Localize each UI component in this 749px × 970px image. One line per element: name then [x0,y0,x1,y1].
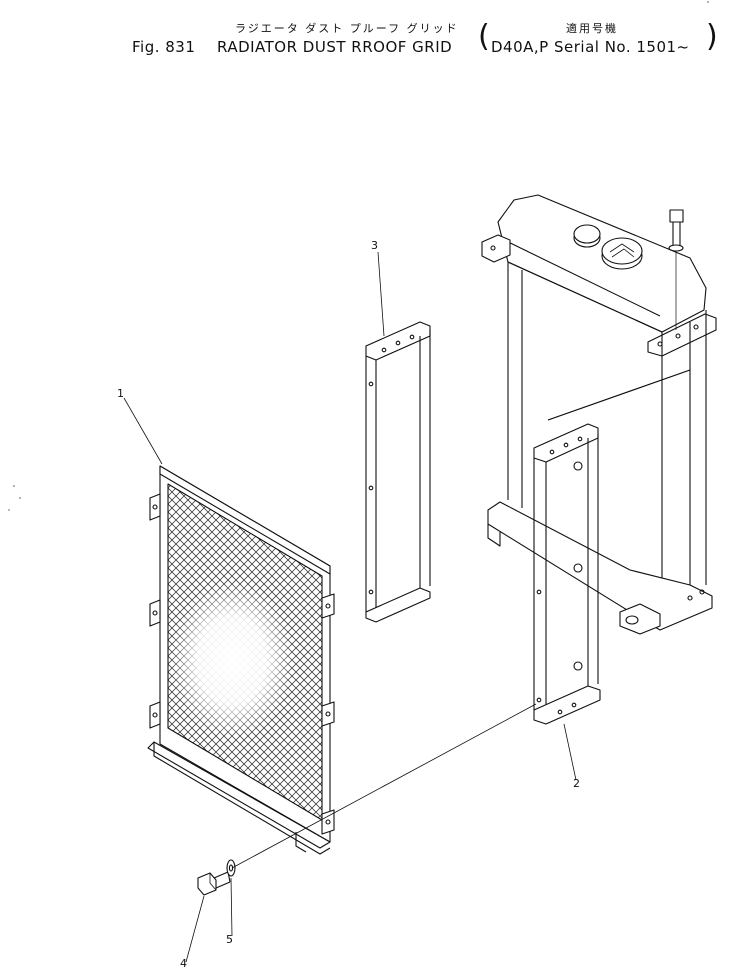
leader-lines [123,251,691,963]
part-4-bolt [197,871,231,896]
callout-5: 5 [226,933,233,946]
japanese-title: ラジエータ ダスト プルーフ グリッド [235,22,459,35]
part-1-grid [147,465,335,855]
scan-specks [8,1,709,511]
callout-4: 4 [180,957,187,970]
paren-open: ( [478,19,490,54]
part-2-side-plate [533,423,601,725]
japanese-applicable-label: 適用号機 [566,22,618,35]
callout-2: 2 [573,777,580,790]
paren-close: ) [706,19,718,54]
radiator [481,194,717,635]
callout-3: 3 [371,239,378,252]
figure-number: Fig. 831 [132,38,196,56]
part-5-washer [226,859,236,877]
figure-title: RADIATOR DUST RROOF GRID [217,38,453,56]
applicable-models: D40A,P Serial No. 1501~ [491,38,690,56]
callout-1: 1 [117,387,124,400]
part-3-side-plate [365,321,431,623]
